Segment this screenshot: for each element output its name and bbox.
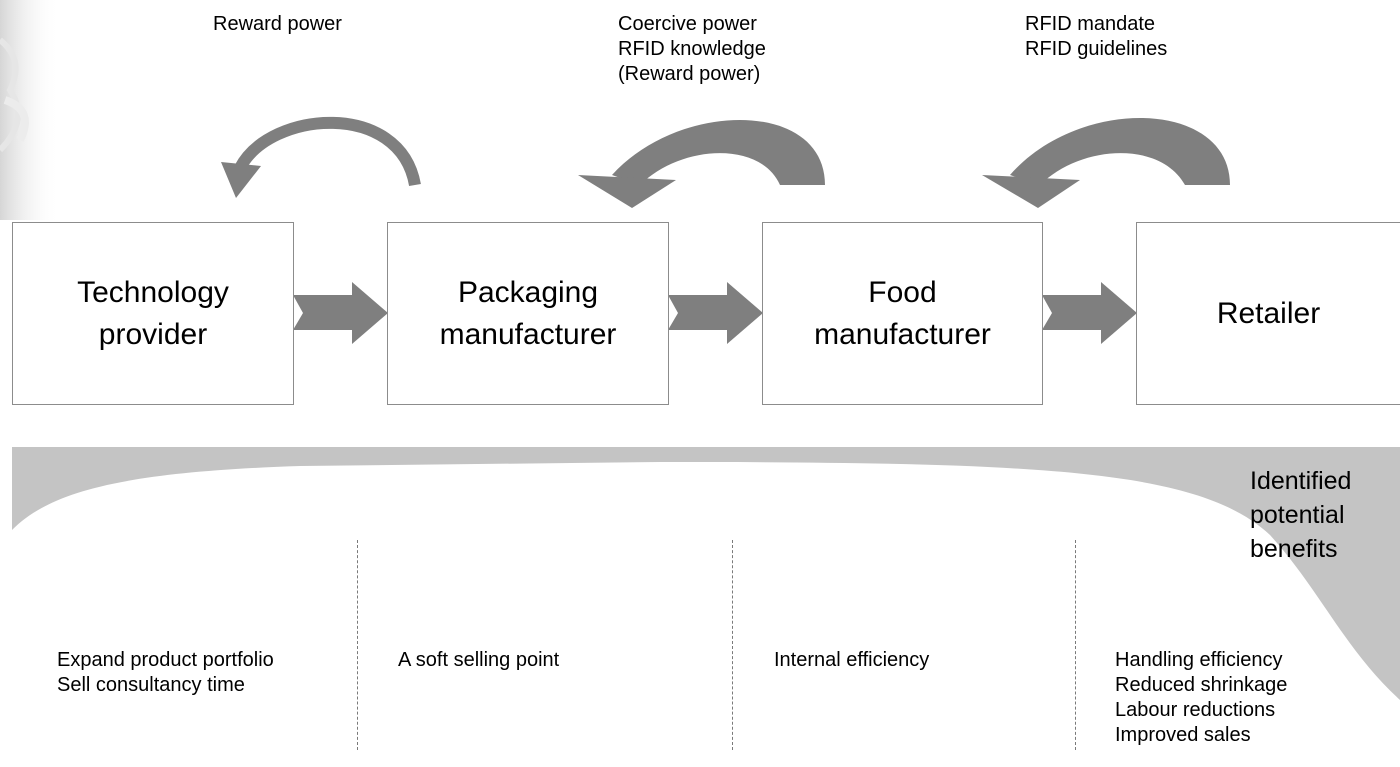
benefits-packaging-manufacturer: A soft selling point [398,649,560,671]
separator-3 [1075,540,1076,750]
flow-arrow-3 [1042,282,1137,344]
benefits-technology-provider: Expand product portfolio Sell consultanc… [57,649,274,696]
benefits-food-manufacturer: Internal efficiency [774,649,930,671]
coercive-power-arrow [578,119,825,208]
actor-box-retailer: Retailer [1136,222,1400,405]
flow-arrow-2 [668,282,763,344]
separator-1 [357,540,358,750]
decorative-corner-texture [0,0,60,220]
separator-2 [732,540,733,750]
rfid-mandate-arrow [982,117,1230,208]
influence-label-1: Reward power [213,13,342,35]
benefits-retailer: Handling efficiency Reduced shrinkage La… [1115,649,1288,746]
influence-label-2: Coercive power RFID knowledge (Reward po… [618,13,766,85]
reward-power-arrow [221,116,421,198]
benefits-band-label: Identified potential benefits [1250,467,1352,563]
flow-arrow-1 [293,282,388,344]
influence-label-3: RFID mandate RFID guidelines [1025,13,1168,60]
